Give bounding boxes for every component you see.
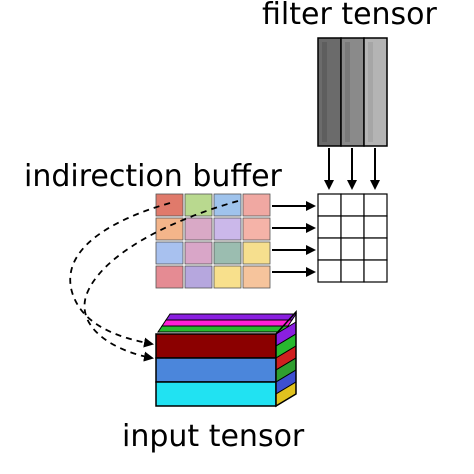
pointer-arrow-1 [69, 202, 171, 348]
input-layer-3 [155, 381, 277, 407]
buffer-cell-2-3 [213, 217, 242, 241]
buffer-cell-3-4 [242, 241, 271, 265]
pointer-arrows [69, 200, 239, 362]
output-cell-1-3 [363, 193, 388, 217]
buffer-cell-2-1 [155, 217, 184, 241]
filter-column-shade-2 [345, 42, 350, 142]
output-cell-3-3 [363, 237, 388, 261]
buffer-cell-2-4 [242, 217, 271, 241]
filter-column-1 [317, 37, 342, 147]
filter-column-3 [363, 37, 388, 147]
filter-arrows [324, 148, 380, 190]
output-cell-1-2 [340, 193, 365, 217]
output-cell-4-1 [317, 259, 342, 283]
buffer-cell-1-1 [155, 193, 184, 217]
output-cell-3-2 [340, 237, 365, 261]
buffer-cell-4-2 [184, 265, 213, 289]
buffer-cell-4-1 [155, 265, 184, 289]
filter-tensor-label: filter tensor [262, 0, 438, 32]
input-top-stripe-2 [161, 319, 293, 327]
filter-column-shade-3 [368, 42, 373, 142]
filter-tensor [317, 37, 388, 147]
buffer-cell-3-3 [213, 241, 242, 265]
input-tensor [155, 310, 297, 408]
output-grid [317, 193, 388, 283]
pointer-arrow-2 [83, 200, 239, 362]
output-cell-2-1 [317, 215, 342, 239]
buffer-cell-3-2 [184, 241, 213, 265]
filter-column-shade-1 [322, 42, 327, 142]
output-cell-3-1 [317, 237, 342, 261]
buffer-cell-1-2 [184, 193, 213, 217]
input-layer-2 [155, 357, 277, 383]
buffer-cell-3-1 [155, 241, 184, 265]
input-top-stripe-3 [157, 325, 289, 333]
buffer-arrows [272, 201, 316, 277]
indirection-buffer-grid [155, 193, 271, 289]
buffer-cell-4-4 [242, 265, 271, 289]
output-cell-2-3 [363, 215, 388, 239]
output-cell-2-2 [340, 215, 365, 239]
output-cell-4-2 [340, 259, 365, 283]
buffer-cell-2-2 [184, 217, 213, 241]
output-cell-1-1 [317, 193, 342, 217]
output-cell-4-3 [363, 259, 388, 283]
filter-column-2 [340, 37, 365, 147]
input-layer-1 [155, 333, 277, 359]
buffer-cell-1-4 [242, 193, 271, 217]
buffer-cell-4-3 [213, 265, 242, 289]
indirection-buffer-label: indirection buffer [24, 159, 283, 194]
input-tensor-label: input tensor [122, 419, 305, 454]
input-top-stripe-1 [165, 313, 297, 321]
buffer-cell-1-3 [213, 193, 242, 217]
input-side-outline [275, 310, 297, 408]
